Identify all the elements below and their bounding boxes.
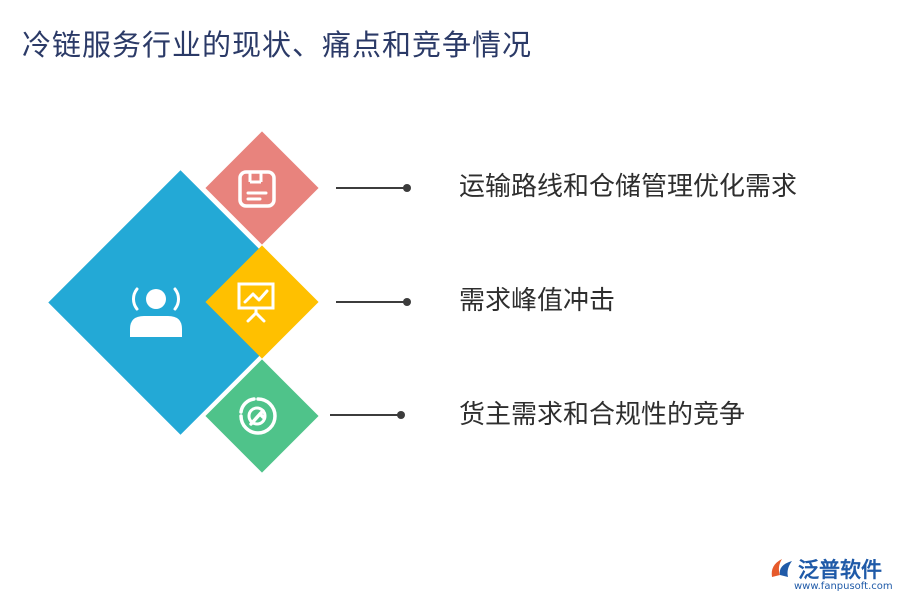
logo-url: www.fanpusoft.com bbox=[794, 581, 893, 592]
item-label-1: 运输路线和仓储管理优化需求 bbox=[459, 172, 798, 202]
item-label-2: 需求峰值冲击 bbox=[459, 286, 616, 316]
brand-logo: 泛普软件 www.fanpusoft.com bbox=[768, 551, 893, 597]
connector-line-2 bbox=[336, 301, 407, 303]
pie-chart-icon bbox=[239, 397, 277, 435]
connector-line-1 bbox=[336, 187, 407, 189]
user-icon bbox=[130, 287, 182, 337]
item-label-3: 货主需求和合规性的竞争 bbox=[459, 400, 746, 430]
connector-line-3 bbox=[330, 414, 402, 416]
page-title: 冷链服务行业的现状、痛点和竞争情况 bbox=[22, 28, 533, 62]
connector-dot-3 bbox=[397, 411, 405, 419]
logo-name: 泛普软件 bbox=[798, 558, 882, 582]
logo-mark-icon bbox=[771, 559, 792, 577]
presentation-chart-icon bbox=[237, 282, 275, 323]
document-icon bbox=[238, 170, 276, 208]
connector-dot-1 bbox=[403, 184, 411, 192]
connector-dot-2 bbox=[403, 298, 411, 306]
